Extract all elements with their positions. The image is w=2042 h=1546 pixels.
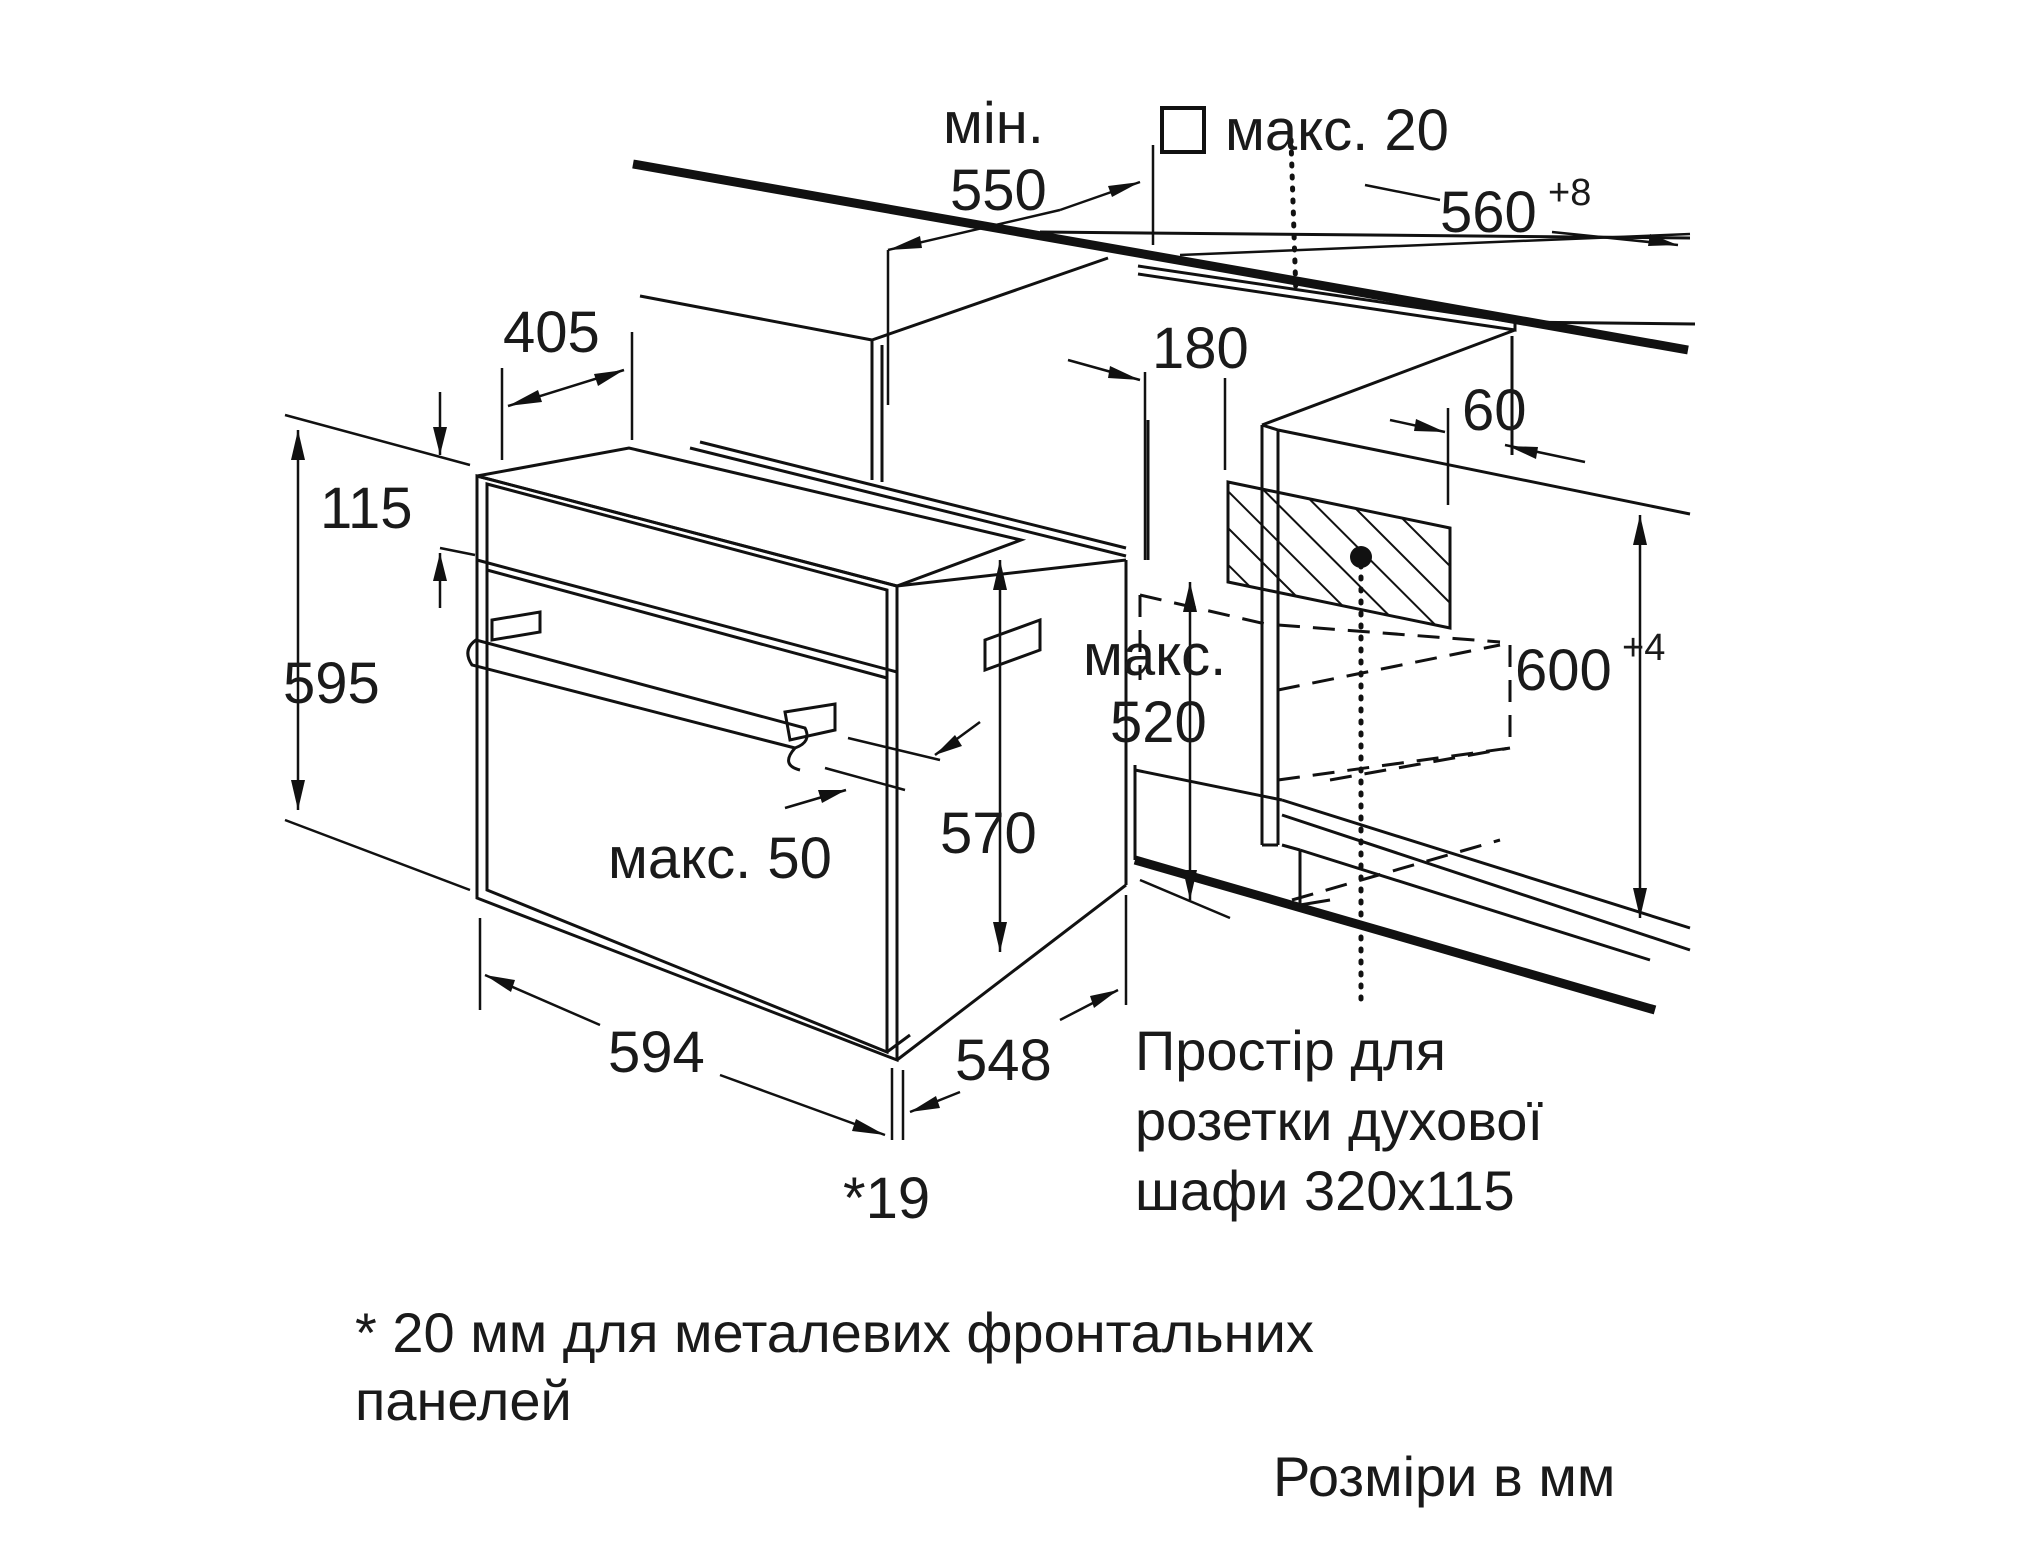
socket-zone xyxy=(0,0,1,1)
dimension-lines xyxy=(284,145,1691,1140)
label-max50: макс. 50 xyxy=(608,826,832,891)
socket-note-line1: Простір для xyxy=(1135,1019,1446,1082)
socket-note-line3: шафи 320x115 xyxy=(1135,1159,1515,1222)
label-600: 600 xyxy=(1515,638,1612,703)
units-note: Розміри в мм xyxy=(1273,1445,1615,1508)
socket-dot-icon xyxy=(1350,546,1372,568)
label-180: 180 xyxy=(1152,316,1249,381)
square-symbol-icon xyxy=(1160,106,1206,154)
label-115: 115 xyxy=(320,476,412,541)
label-405: 405 xyxy=(503,300,600,365)
label-570: 570 xyxy=(940,801,1037,866)
label-560: 560 xyxy=(1440,180,1537,245)
label-550: 550 xyxy=(950,158,1047,223)
label-60: 60 xyxy=(1462,378,1527,443)
cabinet-niche xyxy=(0,0,1696,1015)
label-max20: макс. 20 xyxy=(1225,98,1449,163)
oven xyxy=(466,440,1128,1063)
label-max520-label: макс. xyxy=(1083,623,1226,688)
footnote-line1: * 20 мм для металевих фронтальних xyxy=(355,1301,1314,1364)
label-520: 520 xyxy=(1110,690,1207,755)
label-594: 594 xyxy=(608,1020,705,1085)
worktop xyxy=(632,159,1691,355)
label-595: 595 xyxy=(283,651,380,716)
label-19: *19 xyxy=(843,1166,930,1231)
label-548: 548 xyxy=(955,1028,1052,1093)
socket-note-line2: розетки духової xyxy=(1135,1089,1543,1152)
footnote-line2: панелей xyxy=(355,1369,572,1432)
label-600-tolerance: +4 xyxy=(1622,627,1665,669)
label-min: мін. xyxy=(943,91,1044,156)
label-560-tolerance: +8 xyxy=(1548,172,1591,214)
